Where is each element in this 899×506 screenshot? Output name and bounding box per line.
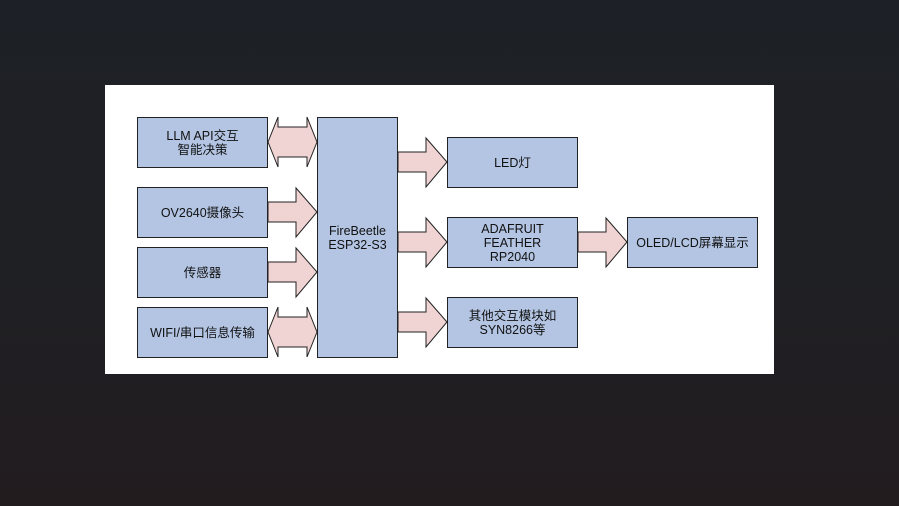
led-box: LED灯: [447, 137, 578, 188]
arrow-mcu-feather: [397, 216, 448, 269]
llm-api-box: LLM API交互 智能决策: [137, 117, 268, 168]
display-box: OLED/LCD屏幕显示: [627, 217, 758, 268]
display-label: OLED/LCD屏幕显示: [636, 235, 749, 250]
camera-box: OV2640摄像头: [137, 187, 268, 238]
sensor-box: 传感器: [137, 247, 268, 298]
other-modules-box: 其他交互模块如 SYN8266等: [447, 297, 578, 348]
arrow-mcu-other: [397, 296, 448, 349]
feather-label: ADAFRUIT FEATHER RP2040: [481, 221, 544, 264]
arrow-mcu-led: [397, 136, 448, 189]
other-modules-label: 其他交互模块如 SYN8266等: [468, 308, 557, 337]
arrow-camera-mcu: [267, 186, 318, 239]
camera-label: OV2640摄像头: [160, 205, 245, 220]
sensor-label: 传感器: [183, 265, 222, 280]
arrow-sensor-mcu: [267, 246, 318, 299]
arrow-wifi-mcu: [267, 306, 318, 358]
arrow-feather-display: [577, 216, 628, 269]
arrow-layer: [267, 116, 628, 358]
arrow-llm-mcu: [267, 116, 318, 168]
diagram-canvas: LLM API交互 智能决策 OV2640摄像头 传感器 WIFI/串口信息传输…: [105, 85, 774, 374]
mcu-label: FireBeetle ESP32-S3: [328, 223, 387, 252]
mcu-box: FireBeetle ESP32-S3: [317, 117, 398, 358]
llm-api-label: LLM API交互 智能决策: [166, 128, 239, 157]
feather-box: ADAFRUIT FEATHER RP2040: [447, 217, 578, 268]
wifi-label: WIFI/串口信息传输: [150, 325, 255, 340]
wifi-box: WIFI/串口信息传输: [137, 307, 268, 358]
led-label: LED灯: [494, 155, 531, 170]
